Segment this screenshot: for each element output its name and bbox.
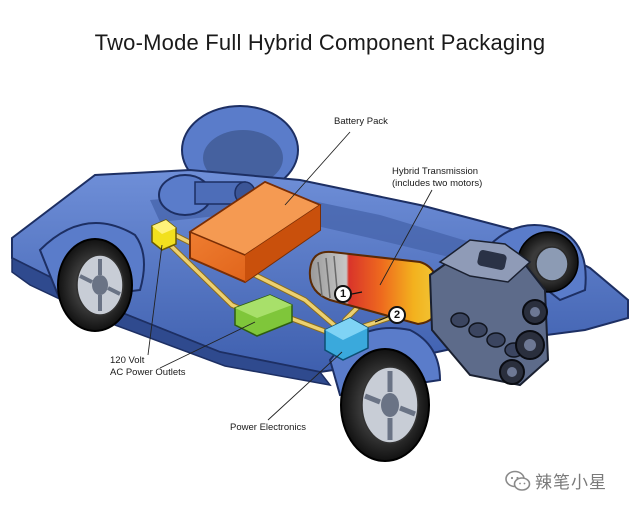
battery-pack-label: Battery Pack: [334, 116, 388, 127]
watermark-text: 辣笔小星: [535, 473, 607, 493]
rear-axle: [158, 174, 256, 216]
battery-pack: [188, 180, 322, 284]
hybrid-transmission-label-line1: Hybrid Transmission: [392, 166, 479, 177]
power-electronics-callout-line: [267, 351, 343, 421]
power-electronics-label: Power Electronics: [230, 422, 307, 433]
ac-power-outlets-label-line2: AC Power Outlets: [110, 367, 186, 378]
ac-outlets-callout-line-a: [147, 244, 163, 356]
ac-power-outlets-label: 120 Volt AC Power Outlets: [110, 355, 186, 379]
ac-outlets-callout-line-b: [159, 321, 256, 369]
transmission-callout-line: [379, 189, 433, 286]
hybrid-transmission-label: Hybrid Transmission (includes two motors…: [392, 166, 482, 190]
battery-callout-line: [284, 131, 351, 206]
motor-marker-1: 1: [334, 285, 352, 303]
ac-inverter-module: [234, 294, 293, 337]
page-title: Two-Mode Full Hybrid Component Packaging: [94, 30, 546, 55]
rear-near-wheel: [38, 222, 145, 332]
watermark: 辣笔小星: [505, 468, 607, 493]
callout-lines: [147, 131, 433, 421]
engine-block: [428, 239, 550, 387]
ac-power-outlets-label-line1: 120 Volt: [110, 355, 145, 366]
power-electronics-module: [324, 317, 369, 361]
wechat-icon: [505, 470, 531, 491]
motor-marker-2: 2: [388, 306, 406, 324]
ac-power-outlet-module: [151, 219, 177, 251]
hybrid-transmission-label-line2: (includes two motors): [392, 178, 483, 189]
